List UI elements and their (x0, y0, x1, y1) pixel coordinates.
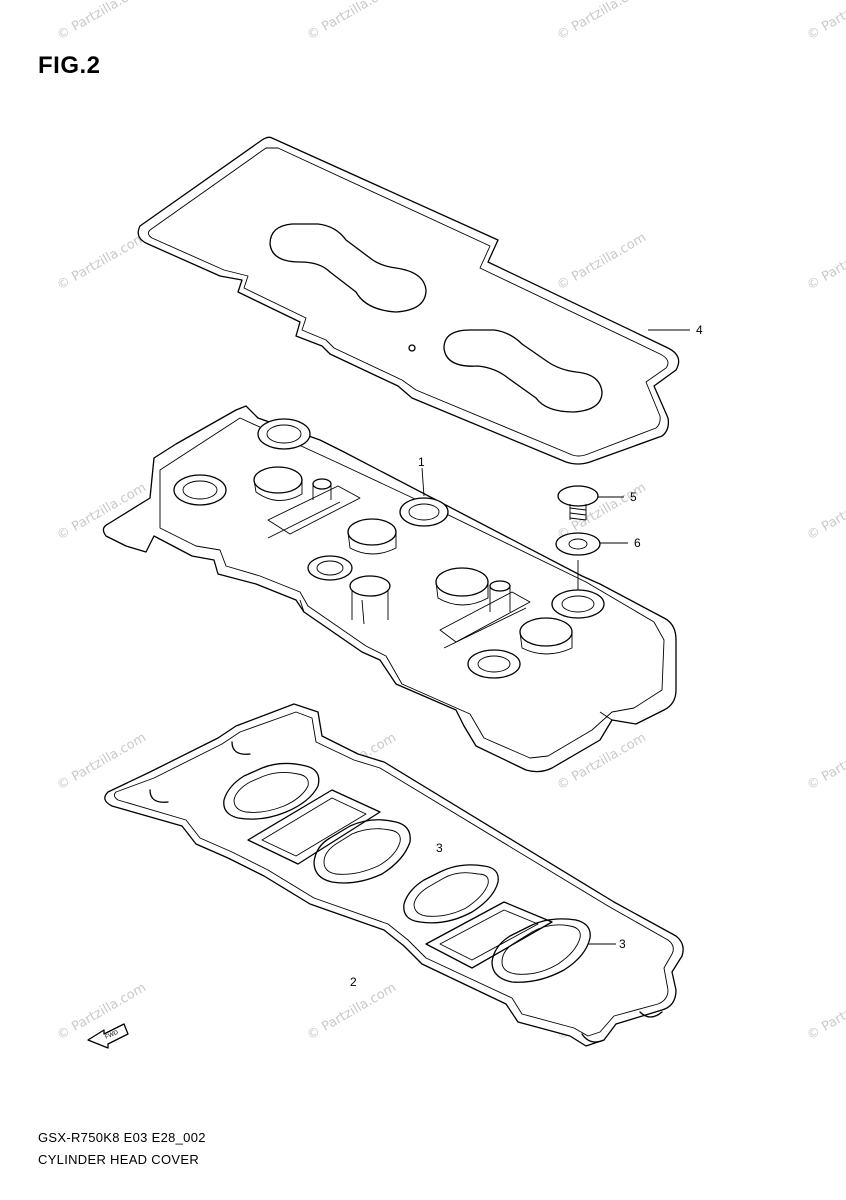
watermark-text: © Partzilla.com (305, 0, 399, 43)
watermark-text: © Partzilla.com (805, 0, 846, 43)
figure-code: GSX-R750K8 E03 E28_002 (38, 1130, 206, 1145)
leader-1 (421, 467, 425, 497)
part-2-cover-gasket[interactable] (104, 703, 684, 1047)
watermark-text: © Partzilla.com (805, 730, 846, 793)
callout-2: 2 (350, 975, 357, 989)
part-6-grommet[interactable] (555, 532, 601, 556)
watermark-text: © Partzilla.com (555, 230, 649, 293)
callout-5: 5 (630, 490, 637, 504)
callout-3a: 3 (436, 841, 443, 855)
watermark-text: © Partzilla.com (555, 0, 649, 43)
watermark-text: © Partzilla.com (805, 980, 846, 1043)
callout-3b: 3 (619, 937, 626, 951)
part-5-bolt[interactable] (557, 485, 599, 521)
part-1-cylinder-head-cover[interactable] (102, 405, 677, 773)
watermark-text: © Partzilla.com (805, 230, 846, 293)
watermark-text: © Partzilla.com (305, 980, 399, 1043)
watermark-text: © Partzilla.com (55, 0, 149, 43)
callout-1: 1 (418, 455, 425, 469)
figure-title: FIG.2 (38, 52, 101, 79)
figure-name: CYLINDER HEAD COVER (38, 1152, 200, 1167)
watermark-text: © Partzilla.com (55, 230, 149, 293)
watermark-text: © Partzilla.com (805, 480, 846, 543)
part-4-gasket[interactable] (137, 136, 680, 465)
fwd-label: FWD (104, 1030, 120, 1041)
callout-6: 6 (634, 536, 641, 550)
fwd-arrow-icon: FWD (87, 1023, 129, 1049)
part-3-plug-seals[interactable] (223, 762, 591, 983)
callout-4: 4 (696, 323, 703, 337)
